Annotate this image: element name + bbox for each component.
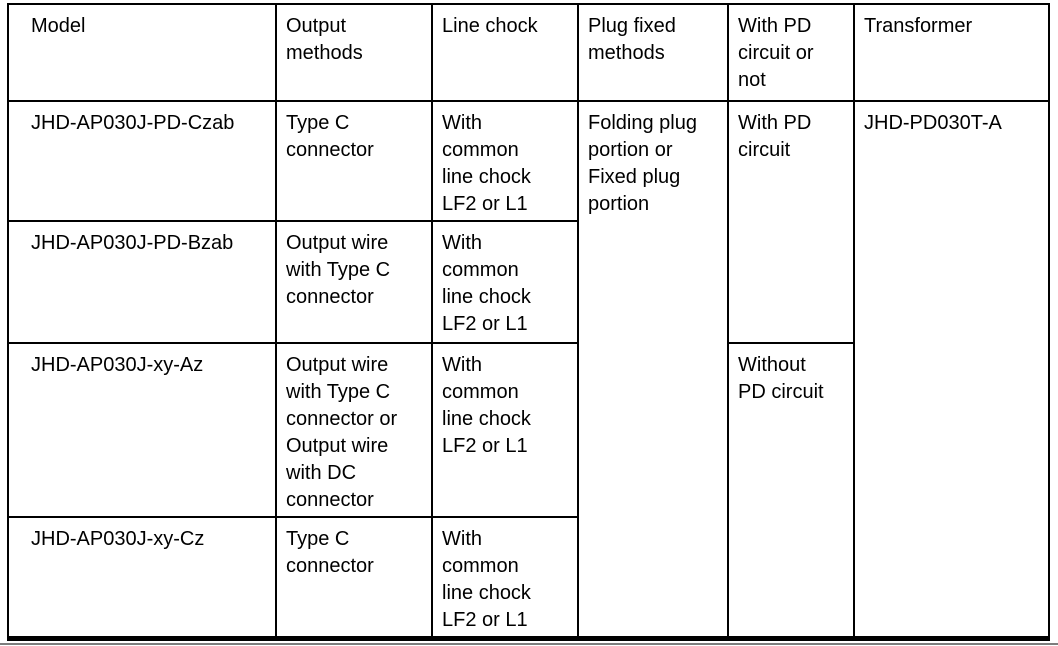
header-cell-output-methods: Output methods: [275, 3, 433, 102]
cell-output-row1: Type C connector: [275, 100, 433, 222]
header-cell-model: Model: [7, 3, 277, 102]
cell-model-row4: JHD-AP030J-xy-Cz: [7, 516, 277, 640]
cell-chock-row1: With common line chock LF2 or L1: [431, 100, 579, 222]
header-cell-pd-circuit: With PD circuit or not: [727, 3, 855, 102]
cell-transformer-model: JHD-PD030T-A: [853, 100, 1050, 640]
cell-output-row3: Output wire with Type C connector or Out…: [275, 342, 433, 518]
page-bottom-rule: [0, 643, 1058, 645]
header-cell-line-chock: Line chock: [431, 3, 579, 102]
cell-chock-row3: With common line chock LF2 or L1: [431, 342, 579, 518]
cell-output-row4: Type C connector: [275, 516, 433, 640]
header-cell-plug-fixed-methods: Plug fixed methods: [577, 3, 729, 102]
cell-model-row3: JHD-AP030J-xy-Az: [7, 342, 277, 518]
table-row: JHD-AP030J-xy-Az Output wire with Type C…: [7, 342, 1049, 640]
table-row: JHD-AP030J-PD-Bzab Output wire with Type…: [7, 220, 1049, 344]
cell-plug-fixed-methods: Folding plug portion or Fixed plug porti…: [577, 100, 729, 640]
table-header-row: Model Output methods Line chock Plug fix…: [7, 3, 1050, 102]
table-row: JHD-AP030J-PD-Czab Type C connector With…: [7, 100, 1050, 640]
cell-output-row2: Output wire with Type C connector: [275, 220, 433, 344]
spec-table: Model Output methods Line chock Plug fix…: [7, 3, 1050, 641]
header-cell-transformer: Transformer: [853, 3, 1050, 102]
cell-model-row2: JHD-AP030J-PD-Bzab: [7, 220, 277, 344]
cell-chock-row4: With common line chock LF2 or L1: [431, 516, 579, 640]
cell-chock-row2: With common line chock LF2 or L1: [431, 220, 579, 344]
table-row: JHD-AP030J-xy-Cz Type C connector With c…: [7, 516, 1049, 640]
cell-with-pd-circuit: With PD circuit: [727, 100, 855, 344]
cell-model-row1: JHD-AP030J-PD-Czab: [7, 100, 277, 222]
cell-without-pd-circuit: Without PD circuit: [727, 342, 855, 640]
